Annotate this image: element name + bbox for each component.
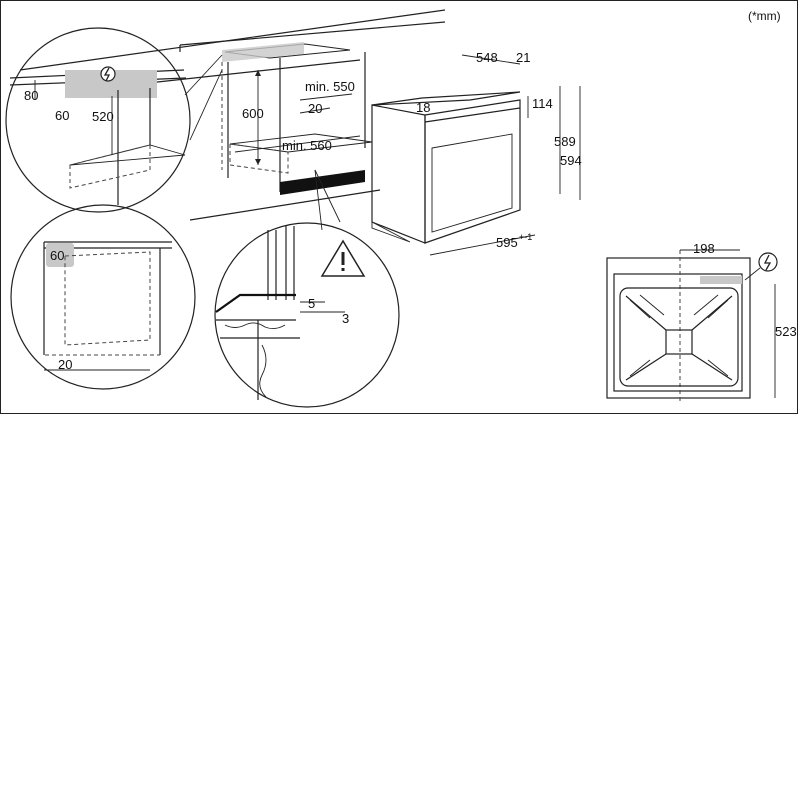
oven-perspective: 548 21 18 114 589 594 595 +-1 (371, 50, 582, 256)
dim-548: 548 (476, 50, 498, 65)
dim-21: 21 (516, 50, 530, 65)
dim-top-60: 60 (55, 108, 69, 123)
dim-min550: min. 550 (305, 79, 355, 94)
dim-114: 114 (532, 96, 553, 111)
detail-circle-left: 60 20 (10, 204, 196, 390)
electrical-hazard-icon (100, 66, 116, 82)
dim-523: 523 (775, 324, 797, 339)
dim-595: 595 (496, 235, 518, 250)
dim-mid-5: 5 (308, 296, 315, 311)
oven-rear-view: 198 523 (606, 241, 797, 402)
dim-left-60: 60 (50, 248, 64, 263)
dim-600: 600 (242, 106, 264, 121)
dim-594: 594 (560, 153, 582, 168)
detail-circle-middle: 5 3 (214, 169, 400, 408)
unit-note: (*mm) (748, 9, 781, 23)
detail-circle-top: 80 60 520 (5, 27, 191, 213)
dim-595-tolerance: +-1 (519, 232, 532, 242)
dim-mid-3: 3 (342, 311, 349, 326)
dim-top-80: 80 (24, 88, 38, 103)
rear-electrical-hazard-icon (758, 252, 778, 272)
dim-18: 18 (416, 100, 430, 115)
dim-20: 20 (308, 101, 322, 116)
warning-triangle-icon (320, 239, 366, 277)
dim-left-20: 20 (58, 357, 72, 372)
diagram-frame (0, 0, 798, 414)
fan-grille-icon (619, 287, 739, 387)
dim-589: 589 (554, 134, 576, 149)
dim-min560: min. 560 (282, 138, 332, 153)
dim-top-520: 520 (92, 109, 114, 124)
dim-198: 198 (693, 241, 715, 256)
kitchen-cabinet-perspective: 600 min. 550 20 min. 560 (19, 9, 446, 221)
